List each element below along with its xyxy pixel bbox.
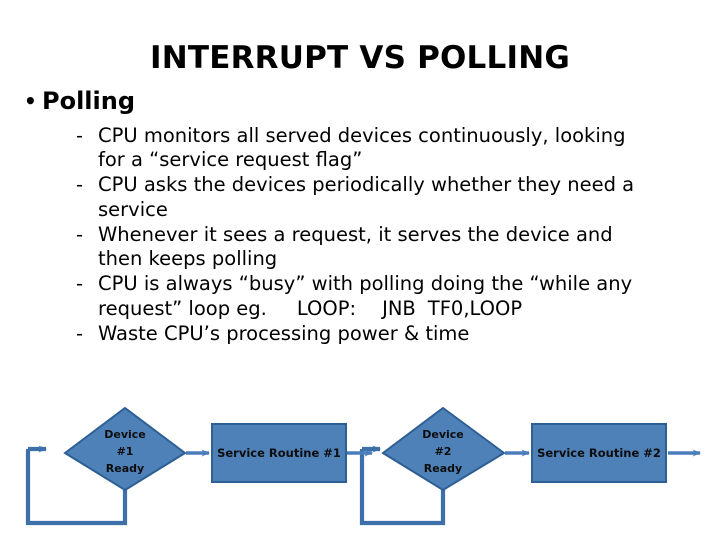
list-item-code: - CPU is always “busy” with polling doin… bbox=[0, 272, 720, 322]
bullet-level1: • Polling bbox=[0, 87, 720, 116]
node-device2[interactable]: Device #2 Ready bbox=[381, 406, 506, 492]
dash-icon: - bbox=[76, 173, 84, 197]
node-service-routine-1-label: Service Routine #1 bbox=[217, 446, 341, 460]
list-item: - Whenever it sees a request, it serves … bbox=[0, 223, 720, 273]
list-item: - CPU asks the devices periodically whet… bbox=[0, 173, 720, 223]
node-device1-line3: Ready bbox=[106, 462, 144, 475]
node-service-routine-2-label: Service Routine #2 bbox=[537, 446, 661, 460]
code-label: LOOP: bbox=[296, 296, 357, 320]
node-device2-line2: #2 bbox=[435, 445, 452, 458]
feedback-loop-device2 bbox=[359, 445, 446, 526]
code-mnemonic: JNB bbox=[382, 296, 416, 320]
list-item-text: CPU asks the devices periodically whethe… bbox=[98, 173, 635, 221]
slide-body: • Polling - CPU monitors all served devi… bbox=[0, 87, 720, 347]
dash-icon: - bbox=[76, 272, 84, 296]
list-item-text: CPU monitors all served devices continuo… bbox=[98, 123, 626, 172]
bullet-level2-list: - CPU monitors all served devices contin… bbox=[0, 124, 720, 347]
node-device2-line3: Ready bbox=[424, 462, 462, 475]
polling-flowchart: Device #1 Ready Service Routine #1 Devic… bbox=[0, 398, 720, 540]
dash-icon: - bbox=[76, 123, 84, 147]
bullet-level1-label: Polling bbox=[42, 87, 136, 115]
node-service-routine-2[interactable]: Service Routine #2 bbox=[531, 423, 667, 483]
code-prefix-text: CPU is always “busy” with polling doing … bbox=[98, 272, 633, 320]
dash-icon: - bbox=[76, 222, 84, 246]
feedback-loop-device1 bbox=[25, 445, 128, 526]
node-service-routine-1[interactable]: Service Routine #1 bbox=[211, 423, 347, 483]
list-item: - CPU monitors all served devices contin… bbox=[0, 124, 720, 174]
node-device1[interactable]: Device #1 Ready bbox=[63, 406, 187, 492]
node-device1-line1: Device bbox=[104, 428, 146, 441]
bullet-dot-icon: • bbox=[24, 89, 37, 113]
node-device1-line2: #1 bbox=[117, 445, 134, 458]
list-item-text: Whenever it sees a request, it serves th… bbox=[98, 222, 613, 271]
code-operand: TF0,LOOP bbox=[427, 296, 523, 320]
page-title: INTERRUPT VS POLLING bbox=[150, 40, 570, 76]
list-item-text: CPU is always “busy” with polling doing … bbox=[98, 272, 643, 322]
list-item: - Waste CPU’s processing power & time bbox=[0, 322, 720, 347]
node-device2-line1: Device bbox=[422, 428, 464, 441]
dash-icon: - bbox=[76, 321, 84, 345]
list-item-text: Waste CPU’s processing power & time bbox=[98, 321, 470, 345]
